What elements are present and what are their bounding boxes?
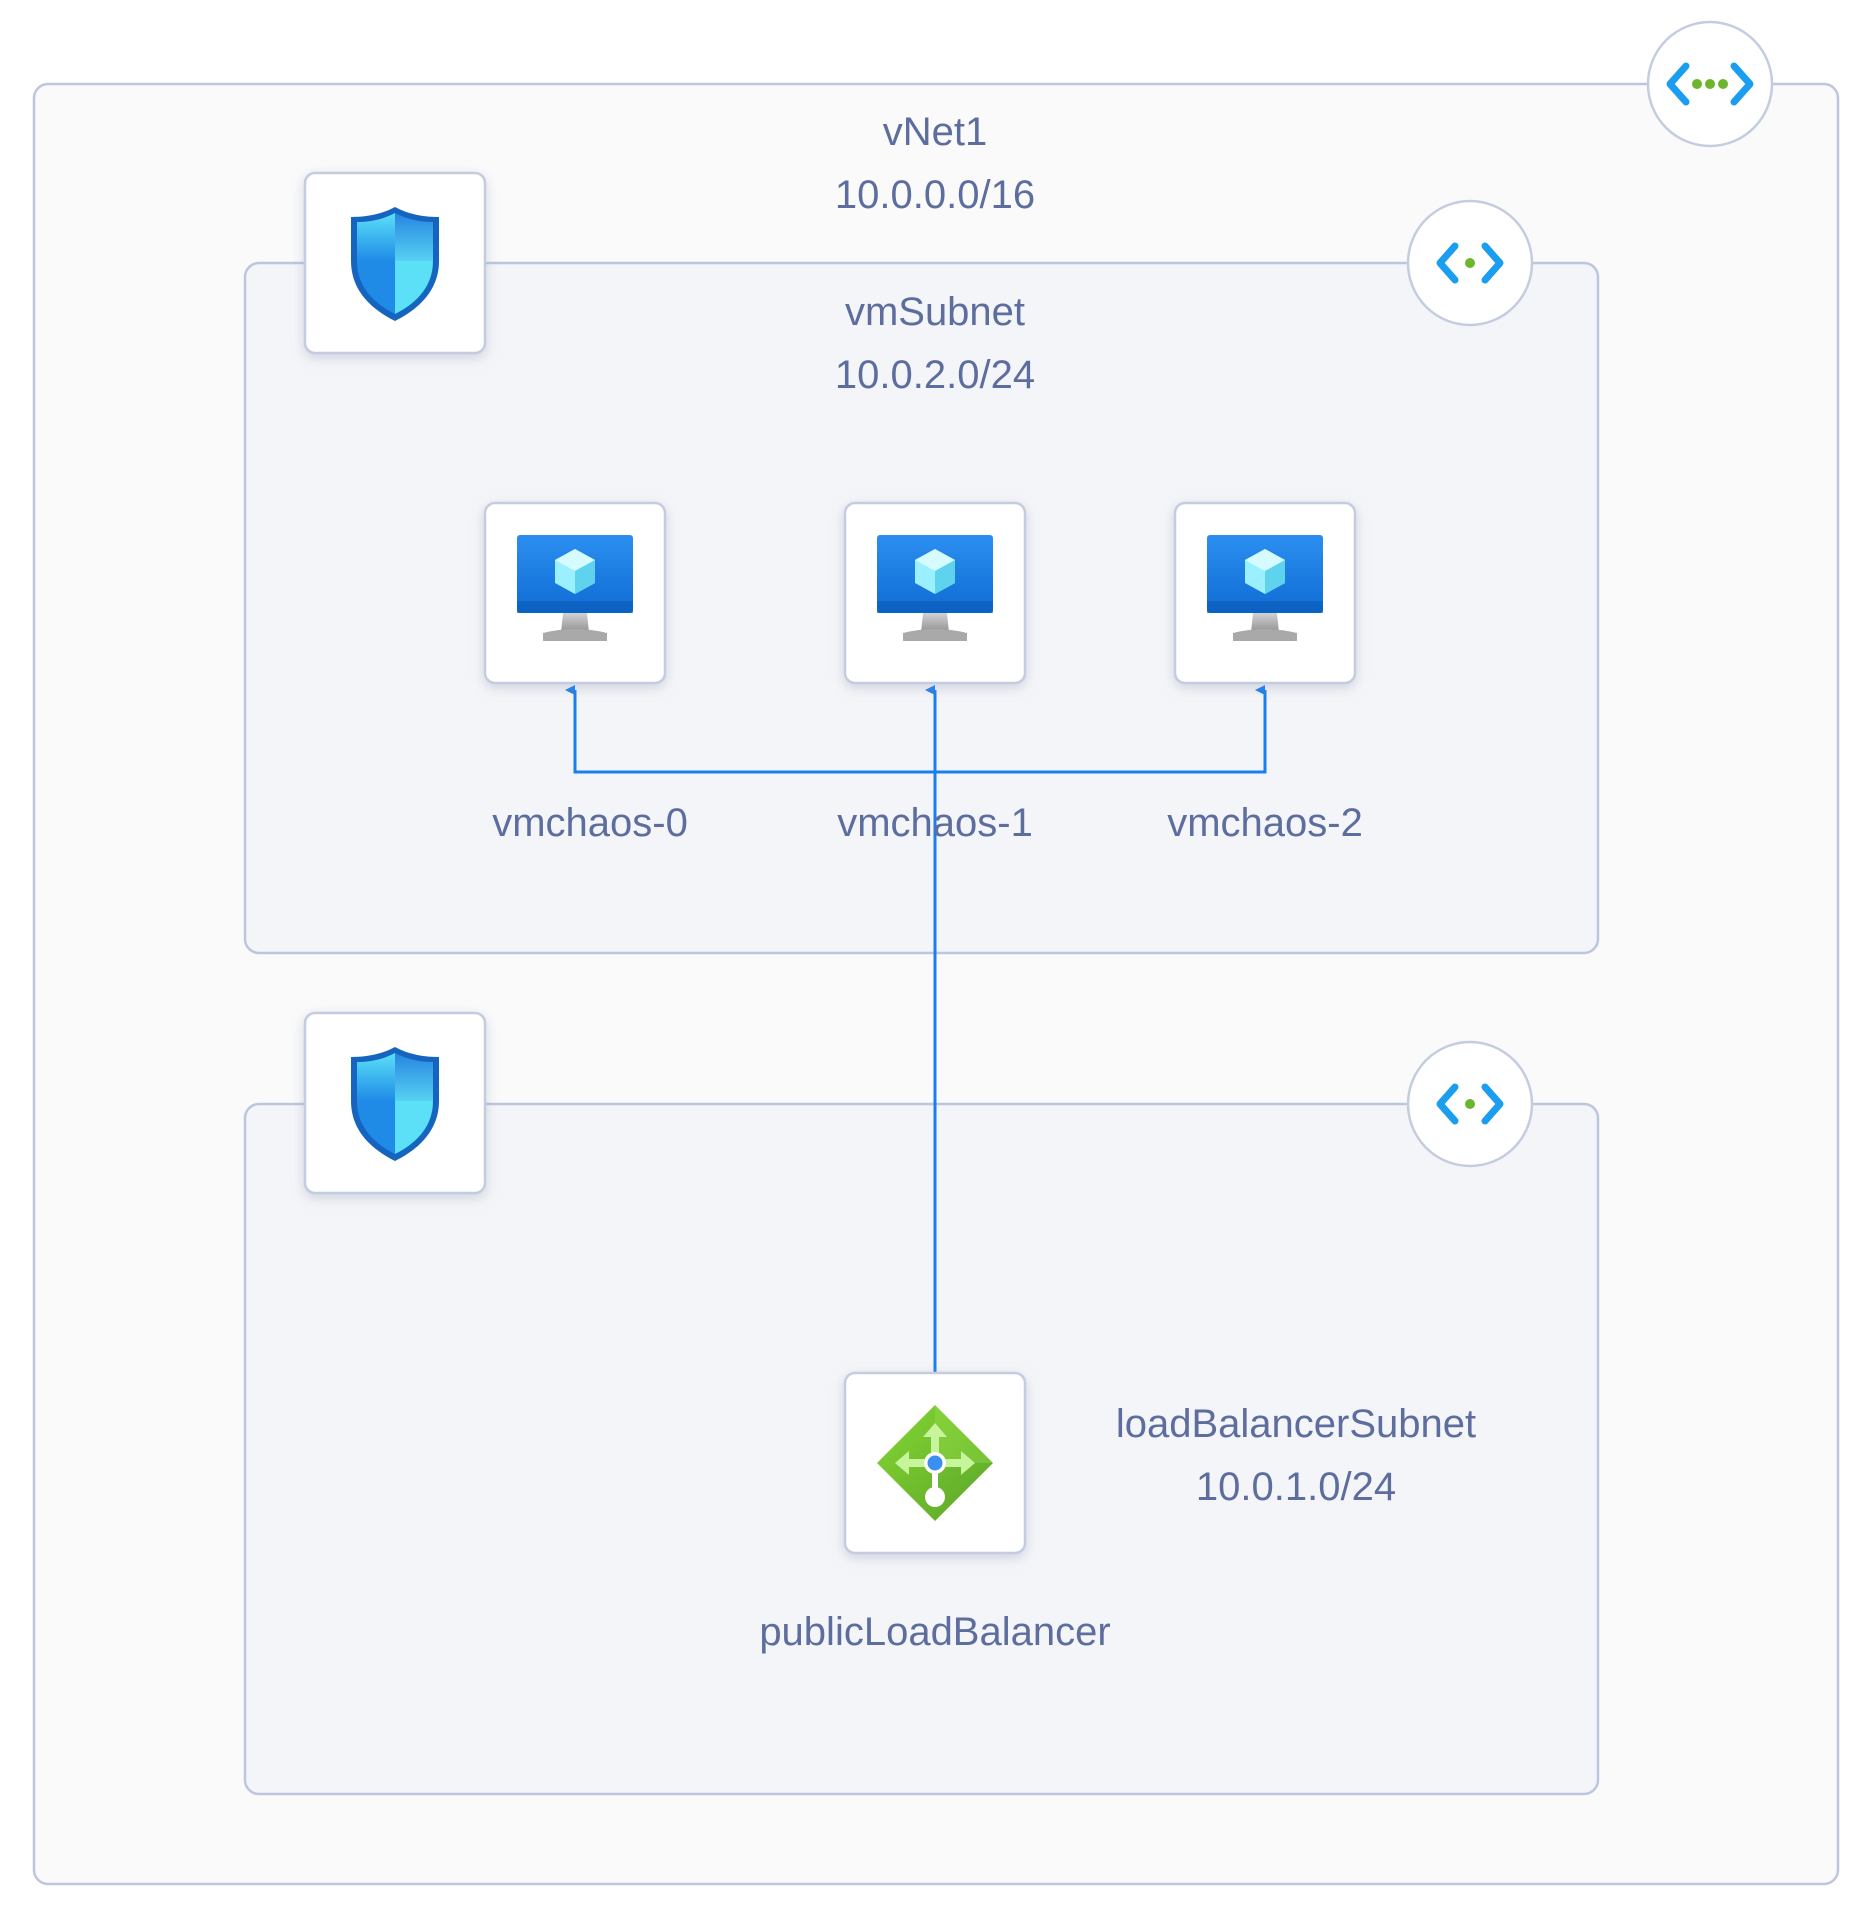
vm-subnet-name: vmSubnet [845,290,1025,334]
connector-branch-vm0 [565,685,935,774]
vm-name: vmchaos-0 [492,801,688,845]
vm-node-2[interactable]: vmchaos-2 [1167,501,1363,845]
network-security-group-shield-icon [303,171,487,355]
vm-node-1[interactable]: vmchaos-1 [837,501,1033,845]
vm-subnet-cidr: 10.0.2.0/24 [835,353,1035,397]
vnet-name: vNet1 [883,110,988,154]
vm-node-0[interactable]: vmchaos-0 [483,501,688,845]
connectors [565,685,1267,1373]
subnet-icon [1406,199,1534,327]
network-security-group-shield-icon [303,1011,487,1195]
connector-branch-vm2 [935,685,1267,774]
load-balancer-name: publicLoadBalancer [759,1610,1110,1654]
subnet-icon [1406,1040,1534,1168]
vnet-cidr: 10.0.0.0/16 [835,173,1035,217]
load-balancer-node[interactable]: publicLoadBalancer [759,1371,1111,1654]
lb-subnet-name: loadBalancerSubnet [1116,1402,1476,1446]
vm-name: vmchaos-2 [1167,801,1363,845]
lb-subnet-cidr: 10.0.1.0/24 [1196,1465,1396,1509]
vm-name: vmchaos-1 [837,801,1033,845]
virtual-network-icon [1646,20,1774,148]
